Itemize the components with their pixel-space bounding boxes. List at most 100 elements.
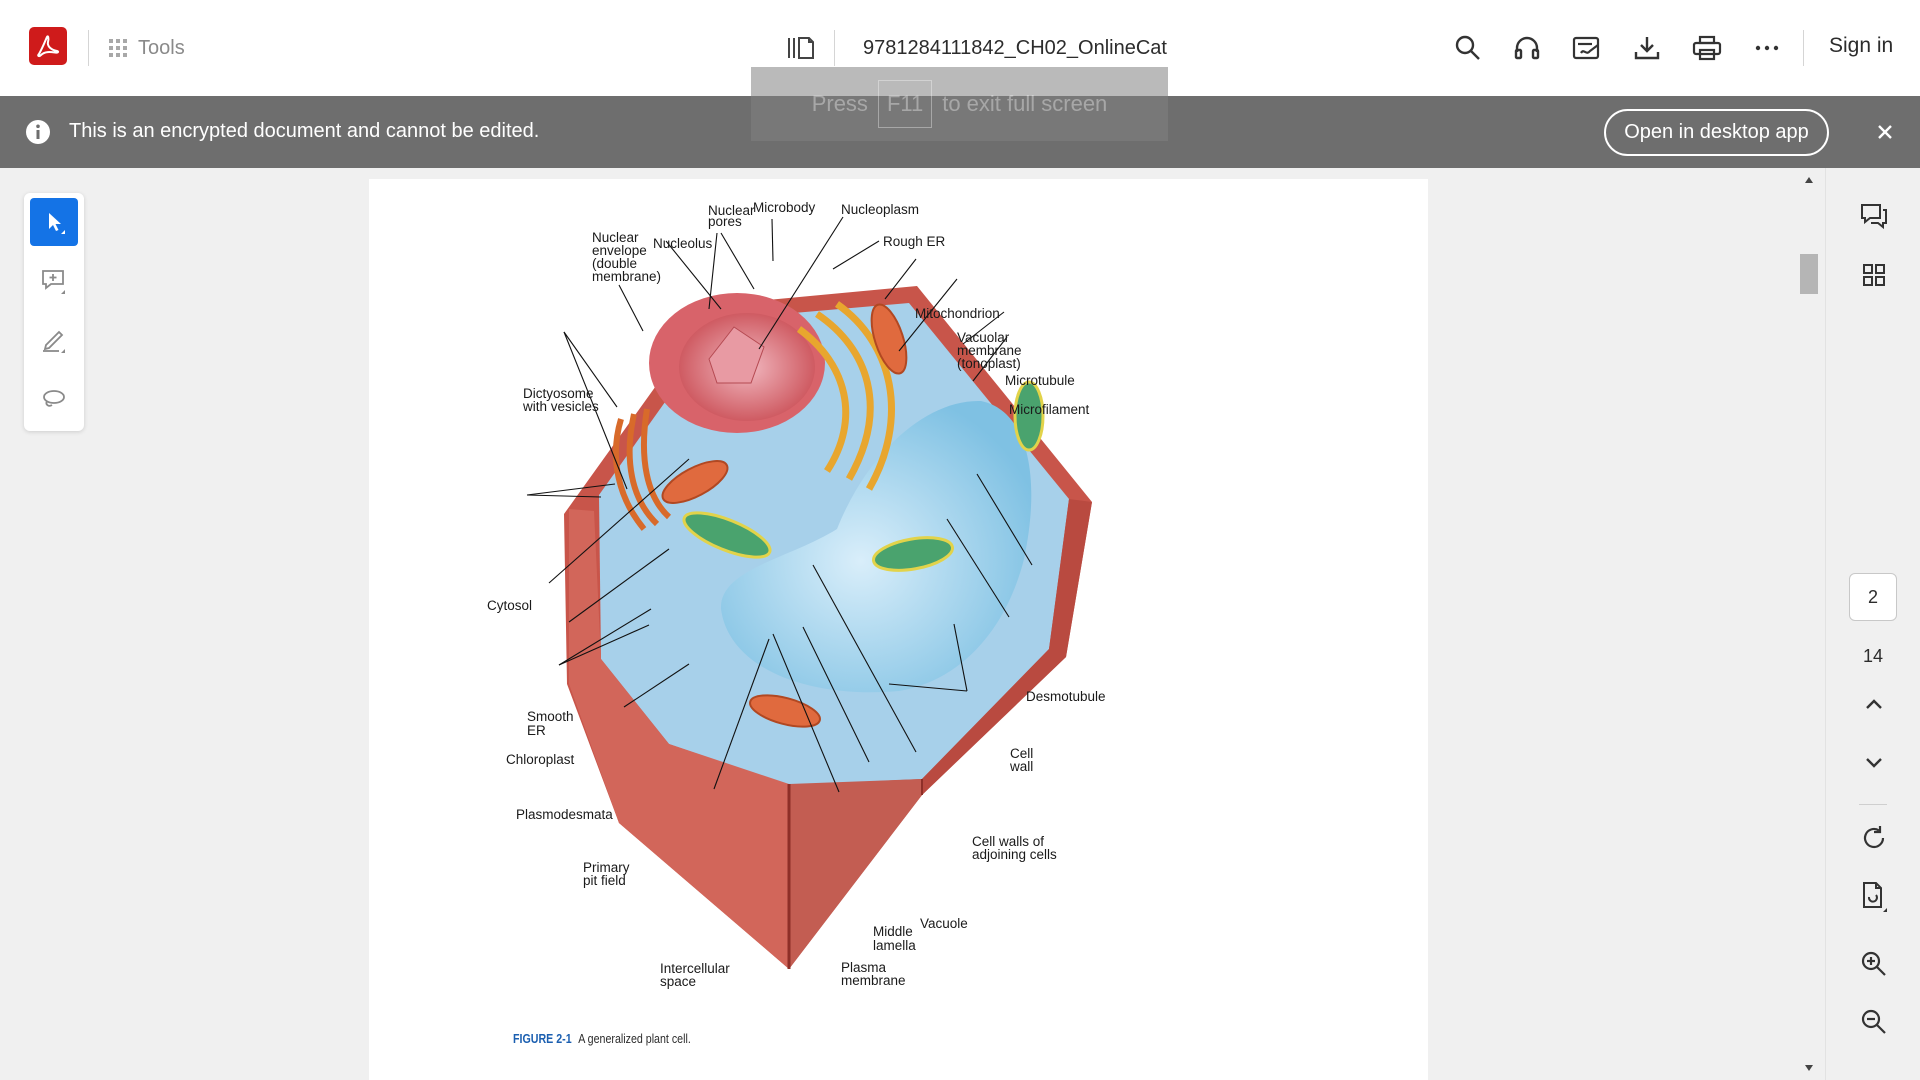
zoom-in-icon [1861, 951, 1886, 976]
label-nuclear-envelope: (double [592, 256, 637, 271]
label-intercellular-space: Intercellular [660, 961, 730, 976]
toast-rest-text: to exit full screen [942, 91, 1108, 116]
vacuole-illustration [720, 400, 1032, 693]
thumbnails-panel-button[interactable] [1854, 255, 1894, 295]
page-tools-icon [1863, 882, 1887, 912]
document-title-area: 9781284111842_CH02_OnlineCat [786, 30, 1167, 66]
organize-pages-icon[interactable] [786, 35, 816, 61]
next-page-button[interactable] [1854, 743, 1894, 783]
figure-caption-text: A generalized plant cell. [578, 1031, 691, 1046]
scroll-thumb[interactable] [1800, 254, 1818, 294]
label-cell-walls-adjoining: adjoining cells [972, 847, 1057, 862]
label-primary-pit-field: pit field [583, 873, 626, 888]
nucleus-illustration [649, 293, 825, 433]
mitochondrion-illustration [749, 694, 821, 728]
page-extract-button[interactable] [1854, 876, 1894, 916]
banner-message: This is an encrypted document and cannot… [69, 120, 540, 142]
add-comment-button[interactable] [30, 257, 78, 305]
label-cell-wall: wall [1009, 759, 1033, 774]
tools-button[interactable]: Tools [108, 33, 185, 63]
chloroplast-illustration [872, 536, 954, 572]
label-cytosol: Cytosol [487, 598, 532, 613]
draw-icon [43, 330, 65, 353]
label-cell-wall: Cell [1010, 746, 1033, 761]
label-smooth-er: ER [527, 723, 546, 738]
label-nucleolus: Nucleolus [653, 236, 713, 251]
lasso-tool-button[interactable] [30, 375, 78, 423]
zoom-in-button[interactable] [1854, 944, 1894, 984]
label-vacuolar-membrane: (tonoplast) [957, 356, 1021, 371]
chevron-up-icon [1866, 699, 1882, 709]
label-dictyosome: Dictyosome [523, 386, 594, 401]
toolbar-divider [88, 30, 89, 66]
label-primary-pit-field: Primary [583, 860, 630, 875]
label-mitochondrion: Mitochondrion [915, 306, 1000, 321]
sign-in-link[interactable]: Sign in [1829, 34, 1894, 57]
label-vacuole: Vacuole [920, 916, 968, 931]
chloroplast-illustration [682, 511, 772, 559]
label-rough-er: Rough ER [883, 234, 946, 249]
rail-divider [1859, 804, 1887, 805]
label-microfilament: Microfilament [1009, 402, 1090, 417]
comments-panel-button[interactable] [1854, 196, 1894, 236]
right-rail: 2 14 [1825, 168, 1920, 1080]
print-button[interactable] [1687, 28, 1727, 68]
search-button[interactable] [1448, 28, 1488, 68]
current-page-input[interactable]: 2 [1849, 573, 1897, 621]
label-intercellular-space: space [660, 974, 696, 989]
rotate-icon [1863, 826, 1885, 849]
info-icon [25, 119, 51, 150]
acrobat-logo-icon[interactable] [29, 27, 67, 65]
scroll-up-arrow-icon[interactable] [1804, 176, 1814, 184]
title-divider [834, 30, 835, 66]
rotate-button[interactable] [1854, 818, 1894, 858]
label-cell-walls-adjoining: Cell walls of [972, 834, 1044, 849]
label-nuclear-envelope: envelope [592, 243, 647, 258]
search-icon [1455, 35, 1480, 60]
figure-caption-label: FIGURE 2-1 [513, 1031, 572, 1046]
download-button[interactable] [1627, 28, 1667, 68]
chevron-down-icon [1866, 758, 1882, 768]
chloroplast-illustration [1013, 380, 1045, 452]
mitochondrion-illustration [870, 303, 908, 375]
apps-grid-icon [109, 39, 127, 57]
read-aloud-button[interactable] [1507, 28, 1547, 68]
label-smooth-er: Smooth [527, 709, 574, 724]
tools-label: Tools [138, 36, 185, 59]
document-scrollbar[interactable] [1798, 170, 1820, 1080]
label-middle-lamella: lamella [873, 938, 916, 953]
banner-close-button[interactable] [1870, 117, 1900, 147]
toast-press-text: Press [811, 91, 868, 116]
label-nuclear-pores: pores [708, 214, 742, 229]
toast-key: F11 [877, 80, 933, 128]
open-in-desktop-app-button[interactable]: Open in desktop app [1604, 109, 1829, 156]
mitochondrion-illustration [661, 460, 729, 504]
fill-sign-button[interactable] [1567, 28, 1607, 68]
left-tool-panel [24, 193, 84, 431]
zoom-out-button[interactable] [1854, 1002, 1894, 1042]
draw-tool-button[interactable] [30, 316, 78, 364]
label-desmotubule: Desmotubule [1026, 689, 1106, 704]
more-icon [1755, 45, 1779, 51]
previous-page-button[interactable] [1854, 684, 1894, 724]
label-chloroplast: Chloroplast [506, 752, 575, 767]
label-nucleoplasm: Nucleoplasm [841, 202, 919, 217]
select-tool-button[interactable] [30, 198, 78, 246]
label-plasmodesmata: Plasmodesmata [516, 807, 613, 822]
download-icon [1634, 37, 1660, 60]
fullscreen-toast: Press F11 to exit full screen [751, 67, 1168, 141]
total-pages: 14 [1862, 646, 1884, 666]
more-options-button[interactable] [1747, 28, 1787, 68]
scroll-down-arrow-icon[interactable] [1804, 1064, 1814, 1072]
read-aloud-icon [1514, 36, 1540, 60]
